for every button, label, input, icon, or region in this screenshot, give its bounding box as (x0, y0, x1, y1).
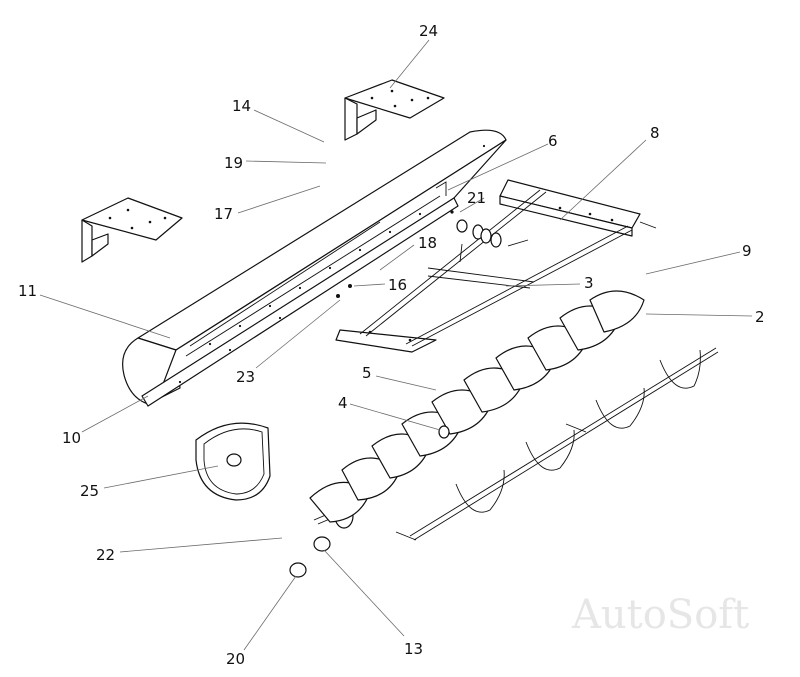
callout-11: 11 (18, 282, 37, 300)
callout-21: 21 (467, 189, 486, 207)
callout-2: 2 (755, 308, 765, 326)
leader-lines (39, 39, 753, 651)
callout-10: 10 (62, 429, 81, 447)
callout-25: 25 (80, 482, 99, 500)
callout-14: 14 (232, 97, 251, 115)
callout-13: 13 (404, 640, 423, 658)
bracket-plate-top (344, 79, 445, 141)
callout-labels: 24 14 19 17 6 8 21 18 9 11 16 3 2 23 5 4… (18, 22, 765, 668)
end-caps (289, 536, 331, 578)
fasteners (336, 210, 454, 298)
callout-19: 19 (224, 154, 243, 172)
bracket-plate-left (81, 197, 183, 263)
callout-20: 20 (226, 650, 245, 668)
callout-22: 22 (96, 546, 115, 564)
callout-17: 17 (214, 205, 233, 223)
callout-5: 5 (362, 364, 372, 382)
callout-8: 8 (650, 124, 660, 142)
callout-24: 24 (419, 22, 438, 40)
callout-23: 23 (236, 368, 255, 386)
guard-rod (395, 347, 719, 541)
callout-4: 4 (338, 394, 348, 412)
callout-9: 9 (742, 242, 752, 260)
callout-16: 16 (388, 276, 407, 294)
end-plate (195, 422, 271, 501)
callout-18: 18 (418, 234, 437, 252)
auger-screw (309, 290, 645, 529)
auger-housing (122, 129, 507, 407)
callout-3: 3 (584, 274, 594, 292)
drive-frame-assembly (335, 179, 657, 353)
watermark: AutoSoft (571, 592, 749, 638)
callout-6: 6 (548, 132, 558, 150)
